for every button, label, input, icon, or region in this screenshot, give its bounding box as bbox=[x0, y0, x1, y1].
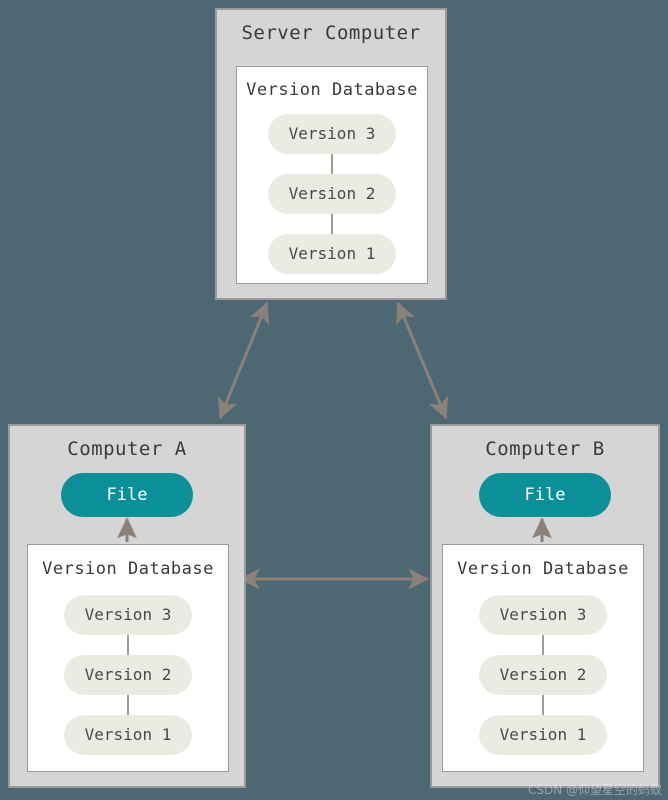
computer-b-version-database-panel[interactable]: Version Database Version 3 Version 2 Ver… bbox=[442, 544, 644, 772]
computer-b-version-pill-1[interactable]: Version 1 bbox=[479, 715, 607, 755]
computer-b-version-connector-3-2 bbox=[542, 635, 544, 655]
server-version-pill-2[interactable]: Version 2 bbox=[268, 174, 396, 214]
computer-a-version-pill-2[interactable]: Version 2 bbox=[64, 655, 192, 695]
server-computer-title: Server Computer bbox=[241, 22, 421, 44]
computer-a-file-pill[interactable]: File bbox=[61, 473, 193, 517]
computer-a-version-list: Version 3 Version 2 Version 1 bbox=[28, 595, 228, 755]
computer-a-version-database-panel[interactable]: Version Database Version 3 Version 2 Ver… bbox=[27, 544, 229, 772]
computer-a-version-connector-2-1 bbox=[127, 695, 129, 715]
computer-b-title: Computer B bbox=[485, 438, 605, 460]
server-version-pill-1[interactable]: Version 1 bbox=[268, 234, 396, 274]
computer-b-version-pill-2[interactable]: Version 2 bbox=[479, 655, 607, 695]
computer-b-version-pill-3[interactable]: Version 3 bbox=[479, 595, 607, 635]
computer-a-box[interactable]: Computer A File Version Database Version… bbox=[8, 424, 246, 788]
computer-b-version-list: Version 3 Version 2 Version 1 bbox=[443, 595, 643, 755]
server-version-connector-2-1 bbox=[331, 214, 333, 234]
computer-b-version-database-title: Version Database bbox=[457, 559, 629, 579]
computer-a-version-connector-3-2 bbox=[127, 635, 129, 655]
computer-b-file-pill[interactable]: File bbox=[479, 473, 611, 517]
server-version-connector-3-2 bbox=[331, 154, 333, 174]
computer-a-title: Computer A bbox=[67, 438, 187, 460]
computer-b-version-connector-2-1 bbox=[542, 695, 544, 715]
watermark-text: CSDN @仰望星空的蚂蚁 bbox=[527, 783, 662, 797]
server-version-pill-3[interactable]: Version 3 bbox=[268, 114, 396, 154]
arrow-server-to-computer-a bbox=[217, 301, 270, 420]
server-version-database-panel[interactable]: Version Database Version 3 Version 2 Ver… bbox=[236, 66, 428, 284]
server-version-list: Version 3 Version 2 Version 1 bbox=[237, 114, 427, 274]
computer-b-box[interactable]: Computer B File Version Database Version… bbox=[430, 424, 660, 788]
server-version-database-title: Version Database bbox=[246, 80, 418, 100]
computer-a-version-database-title: Version Database bbox=[42, 559, 214, 579]
computer-a-version-pill-1[interactable]: Version 1 bbox=[64, 715, 192, 755]
computer-a-version-pill-3[interactable]: Version 3 bbox=[64, 595, 192, 635]
server-computer-box[interactable]: Server Computer Version Database Version… bbox=[215, 8, 447, 300]
arrow-server-to-computer-b bbox=[395, 301, 449, 420]
